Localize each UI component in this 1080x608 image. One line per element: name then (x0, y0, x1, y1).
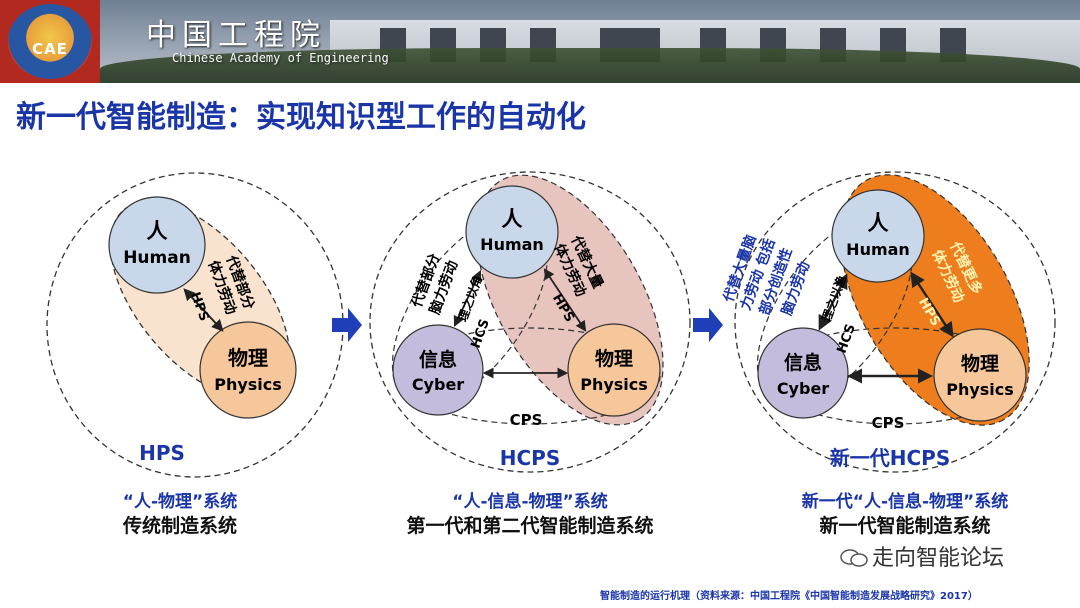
panel-3-caption-2: 新一代智能制造系统 (770, 511, 1040, 538)
physics-node (200, 322, 296, 418)
cae-logo: CAE (0, 0, 100, 83)
human-cn: 人 (868, 211, 889, 235)
pink-hps-ellipse (439, 150, 702, 456)
transition-arrow-1 (332, 308, 362, 342)
physics-en: Physics (214, 375, 282, 394)
watermark: 走向智能论坛 (872, 540, 1004, 572)
logo-text: CAE (0, 40, 100, 58)
panel-2-caption-1: “人-信息-物理”系统 (380, 487, 680, 512)
system-label: HPS (139, 441, 185, 465)
hcs-label: HCS (835, 322, 859, 355)
org-name-en: Chinese Academy of Engineering (172, 51, 389, 65)
orange-hps-ellipse (802, 150, 1068, 457)
header-banner: CAE 中国工程院 Chinese Academy of Engineering (0, 0, 1080, 83)
panel-3-caption-1: 新一代“人-信息-物理”系统 (745, 487, 1065, 512)
human-en: Human (123, 248, 191, 268)
org-name-cn: 中国工程院 (146, 10, 326, 54)
transition-arrow-2 (693, 308, 723, 342)
cps-label: CPS (872, 414, 905, 432)
hcs-label: HCS (469, 317, 493, 350)
human-node (109, 197, 205, 293)
cps-label: CPS (510, 411, 543, 429)
panel-2-caption-2: 第一代和第二代智能制造系统 (350, 511, 710, 538)
slide-title: 新一代智能制造：实现知识型工作的自动化 (16, 92, 586, 136)
hcps-diagram: 人 Human 物理 Physics 代替部分 体力劳动 HPS HPS 人 H… (0, 150, 1080, 480)
hcs-sub-label: 理之以角 (455, 273, 486, 323)
physics-cn: 物理 (228, 346, 268, 370)
physics-en: Physics (580, 375, 648, 394)
human-node (466, 186, 558, 278)
wechat-icon (840, 548, 868, 568)
physics-cn: 物理 (961, 352, 999, 375)
source-note: 智能制造的运行机理（资料来源：中国工程院《中国智能制造发展战略研究》2017） (600, 587, 978, 602)
physics-node (934, 329, 1026, 421)
cyber-en: Cyber (777, 379, 829, 398)
panel-hps: 人 Human 物理 Physics 代替部分 体力劳动 HPS HPS (47, 170, 343, 477)
cyber-cn: 信息 (419, 348, 457, 371)
physics-cn: 物理 (595, 347, 633, 370)
cyber-en: Cyber (412, 375, 464, 394)
physics-node (568, 324, 660, 416)
system-label: HCPS (500, 446, 560, 470)
human-en: Human (480, 235, 544, 254)
physics-en: Physics (946, 380, 1014, 399)
panel-new-hcps: 人 Human 信息 Cyber 物理 Physics 代替大量脑 力劳动 包括… (719, 150, 1068, 472)
human-en: Human (846, 240, 910, 259)
panel-1-caption-1: “人-物理”系统 (80, 487, 280, 512)
panel-hcps: 人 Human 信息 Cyber 物理 Physics 代替部分 脑力劳动 理之… (362, 150, 702, 472)
human-cn: 人 (502, 207, 523, 231)
cyber-cn: 信息 (784, 351, 822, 374)
human-node (832, 190, 924, 282)
system-label: 新一代HCPS (830, 446, 950, 470)
human-cn: 人 (147, 219, 168, 243)
hcs-sub-label: 理之以渔 (819, 273, 850, 323)
panel-1-caption-2: 传统制造系统 (80, 511, 280, 538)
